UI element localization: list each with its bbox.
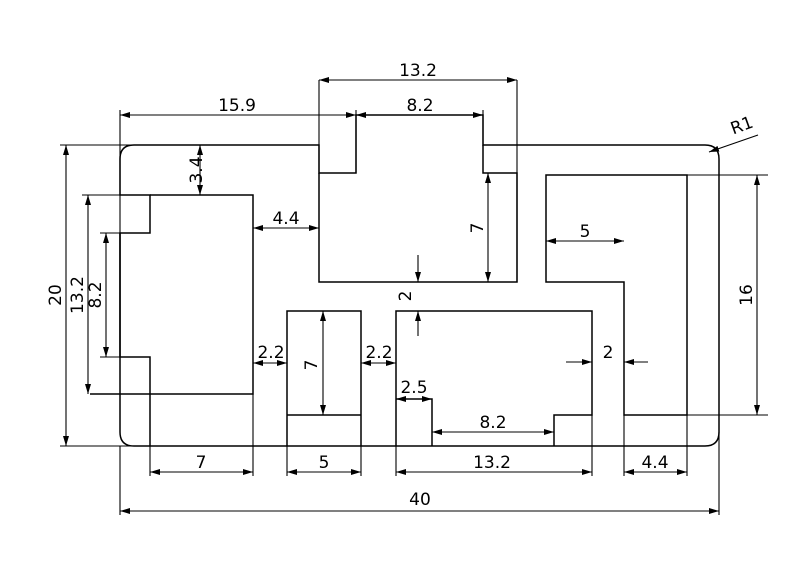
- dim-left-slot: 8.2: [86, 281, 106, 308]
- dim-bottom-center: 13.2: [473, 453, 511, 473]
- dim-radius: R1: [728, 113, 756, 140]
- dim-right-slot-width: 5: [580, 222, 591, 242]
- dim-left-height: 13.2: [68, 276, 88, 314]
- dim-center-inner-gap: 2.2: [365, 343, 392, 363]
- dim-left-top-gap: 3.4: [187, 156, 207, 183]
- dim-left-offset: 15.9: [218, 96, 256, 116]
- dim-left-inner-gap: 2.2: [257, 343, 284, 363]
- dim-center-gap: 2: [396, 291, 416, 302]
- dim-right-wall: 2: [603, 343, 614, 363]
- dim-right-height: 16: [737, 284, 757, 306]
- dim-bottom-mid: 5: [319, 453, 330, 473]
- dim-bottom-left: 7: [196, 453, 207, 473]
- dim-top-right-depth: 7: [468, 223, 488, 234]
- dim-overall-height: 20: [46, 284, 66, 306]
- dim-center-left-depth: 7: [302, 360, 322, 371]
- dim-bottom-right: 4.4: [641, 453, 668, 473]
- right-cavity: [545, 174, 688, 416]
- dimension-lines: [60, 77, 768, 515]
- dim-small-tab: 2.5: [400, 378, 427, 398]
- dim-overall-width: 40: [409, 490, 431, 510]
- dim-top-width: 13.2: [399, 61, 437, 81]
- dim-top-slot: 8.2: [406, 96, 433, 116]
- dim-left-to-top-gap: 4.4: [272, 209, 299, 229]
- dimension-labels: 13.2 8.2 15.9 3.4 4.4 7 2 5 20 13.2 8.2 …: [46, 61, 757, 510]
- dim-bottom-slot: 8.2: [479, 413, 506, 433]
- middle-cavity: [286, 310, 362, 446]
